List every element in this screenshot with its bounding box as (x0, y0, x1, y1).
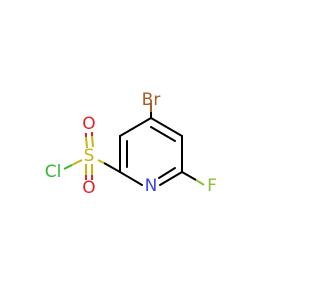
bond-c2-n (119, 171, 143, 186)
bond-c6-f-colored (195, 179, 205, 186)
molecule-svg: Br F N S O O Cl (45, 90, 217, 198)
bond-s-cl-green (63, 164, 73, 170)
bond-c4-c3 (119, 117, 152, 137)
atom-br-label: Br (142, 90, 161, 110)
bond-c6-f-dark (181, 171, 197, 181)
molecule-diagram: Br F N S O O Cl (44, 90, 217, 198)
atom-cl-label: Cl (45, 162, 62, 182)
atom-n-label: N (145, 176, 158, 196)
bond-s-o-top-a (85, 136, 88, 149)
bond-c5-c4-inner (150, 126, 176, 142)
bond-n-c6-inner (158, 167, 176, 179)
atom-f-label: F (207, 176, 217, 196)
ring-bonds (119, 117, 183, 186)
bond-c5-c4 (150, 117, 183, 137)
atom-o-top-label: O (82, 114, 95, 134)
bond-s-cl-yellow (71, 159, 83, 166)
atom-s-label: S (84, 146, 95, 166)
bond-c2-s-colored (97, 159, 105, 164)
bond-n-c6 (159, 171, 183, 186)
atom-o-bottom-label: O (82, 178, 95, 198)
bond-s-o-top-b (91, 135, 94, 148)
bond-c2-s-dark (103, 162, 121, 173)
